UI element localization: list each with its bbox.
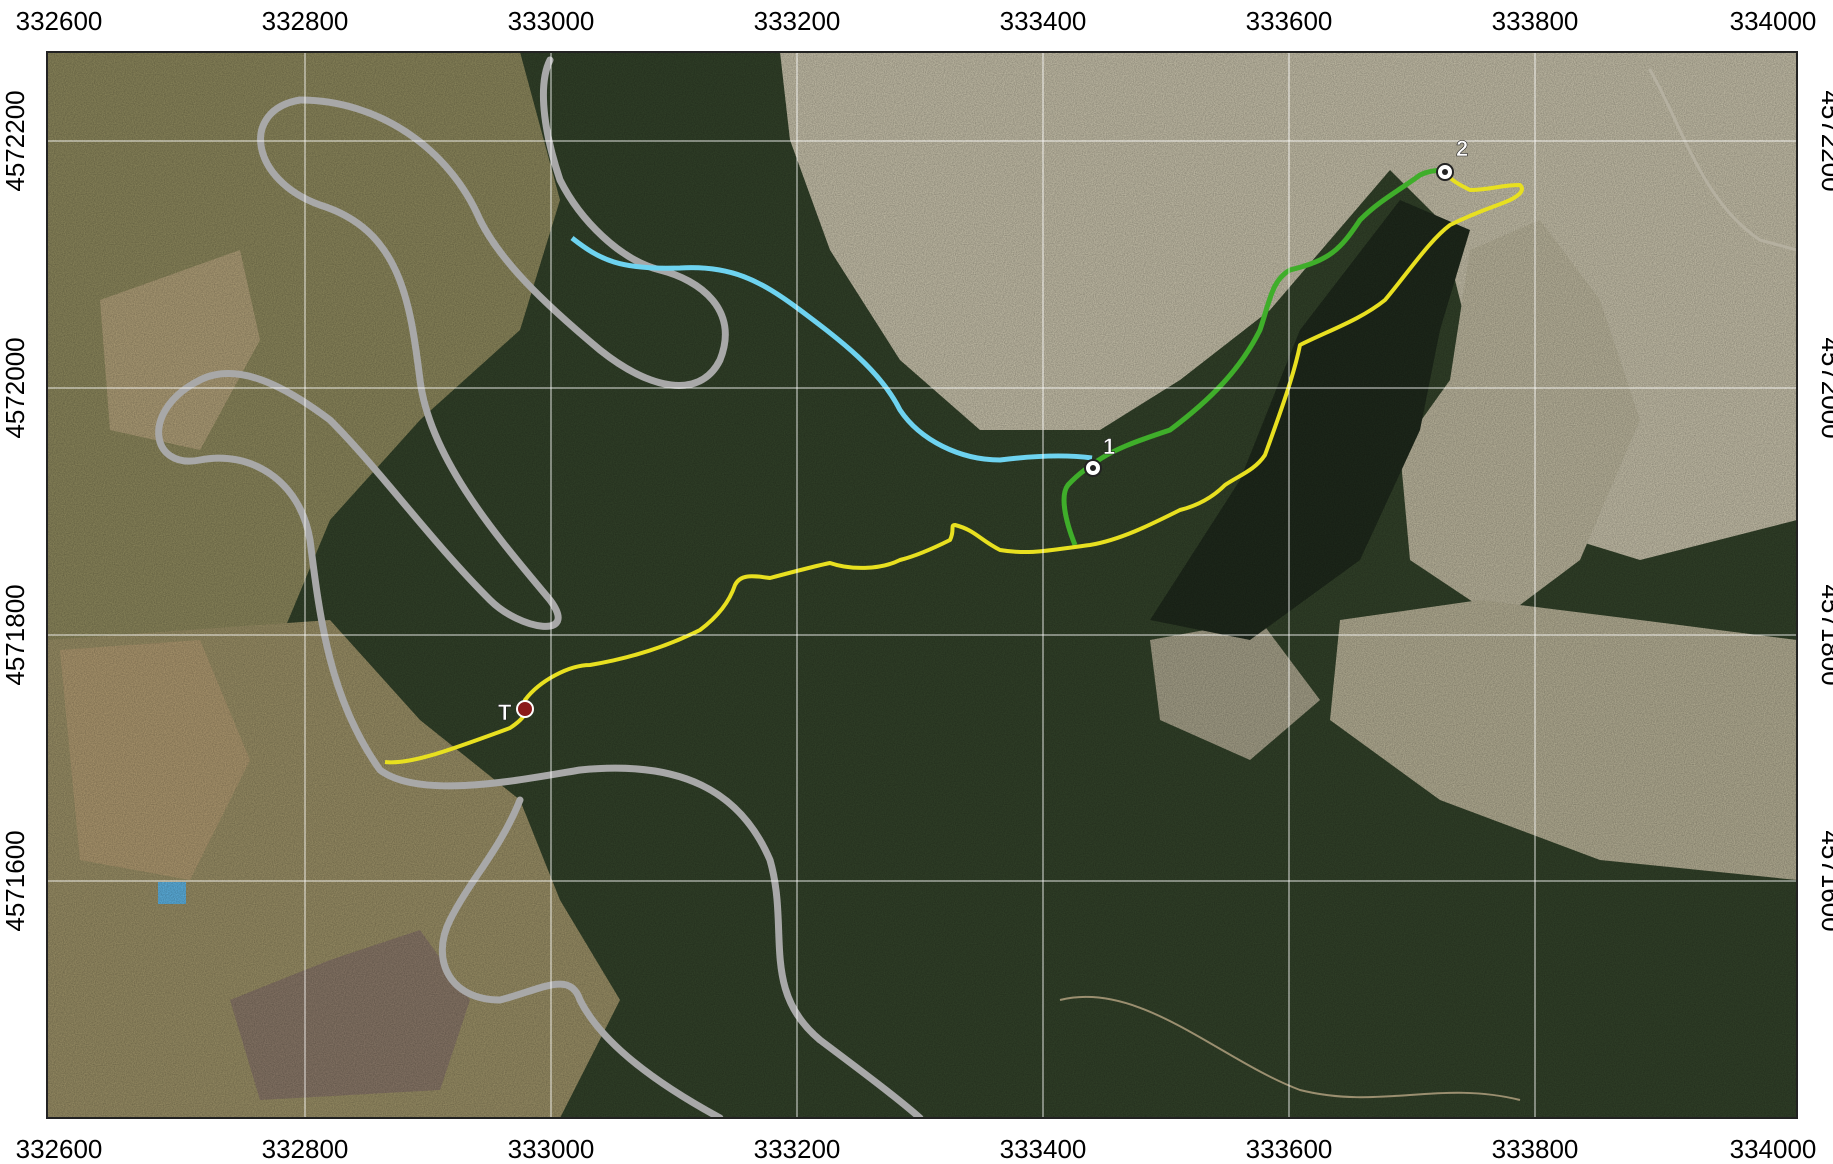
y-tick-left-4571800: 4571800	[0, 584, 30, 685]
texture	[47, 52, 1797, 1118]
road-south	[576, 764, 924, 1118]
x-tick-bottom-332800: 332800	[262, 1134, 349, 1164]
marker-2-label: 2	[1456, 136, 1468, 161]
marker-T-label: T	[498, 700, 512, 725]
y-tick-right-4571600: 4571600	[1816, 830, 1833, 931]
y-tick-left-4572200: 4572200	[0, 90, 30, 191]
y-tick-right-4572000: 4572000	[1816, 337, 1833, 438]
grid	[47, 52, 1797, 1118]
marker-2[interactable]: 2	[1436, 136, 1469, 181]
marker-T-dot	[516, 700, 534, 718]
y-tick-left-4572000: 4572000	[0, 337, 30, 438]
x-tick-bottom-334000: 334000	[1730, 1134, 1817, 1164]
x-tick-top-334000: 334000	[1730, 6, 1817, 36]
x-tick-top-333800: 333800	[1492, 6, 1579, 36]
marker-2-center	[1442, 169, 1448, 175]
marker-T[interactable]: T	[498, 700, 534, 725]
y-axis-right: 4572200 4572000 4571800 4571600	[1816, 90, 1833, 931]
roads	[155, 56, 1797, 1118]
marker-1[interactable]: 1	[1084, 434, 1116, 477]
x-tick-top-332800: 332800	[262, 6, 349, 36]
x-tick-bottom-333600: 333600	[1246, 1134, 1333, 1164]
map-frame	[46, 51, 1798, 1119]
x-tick-bottom-333000: 333000	[508, 1134, 595, 1164]
y-tick-right-4571800: 4571800	[1816, 584, 1833, 685]
marker-1-center	[1090, 465, 1096, 471]
x-tick-top-333400: 333400	[1000, 6, 1087, 36]
y-tick-right-4572200: 4572200	[1816, 90, 1833, 191]
x-tick-top-333000: 333000	[508, 6, 595, 36]
x-tick-bottom-332600: 332600	[16, 1134, 103, 1164]
road-east-track	[1648, 68, 1797, 252]
x-tick-bottom-333200: 333200	[754, 1134, 841, 1164]
east-track	[1059, 995, 1521, 1101]
y-axis-left: 4572200 4572000 4571800 4571600	[0, 90, 30, 931]
road-switchback-2	[296, 56, 729, 389]
x-axis-top: 332600 332800 333000 333200 333400 33360…	[16, 6, 1817, 36]
yellow-trail	[384, 170, 1524, 765]
blue-trail	[570, 236, 1093, 463]
x-tick-bottom-333400: 333400	[1000, 1134, 1087, 1164]
road-switchback-north	[155, 96, 584, 790]
x-axis-bottom: 332600 332800 333000 333200 333400 33360…	[16, 1134, 1817, 1164]
road-village	[438, 796, 724, 1118]
x-tick-top-333600: 333600	[1246, 6, 1333, 36]
marker-1-label: 1	[1103, 434, 1115, 459]
x-tick-top-333200: 333200	[754, 6, 841, 36]
x-tick-bottom-333800: 333800	[1492, 1134, 1579, 1164]
imagery: T 1 2	[47, 52, 1797, 1118]
y-tick-left-4571600: 4571600	[0, 830, 30, 931]
x-tick-top-332600: 332600	[16, 6, 103, 36]
